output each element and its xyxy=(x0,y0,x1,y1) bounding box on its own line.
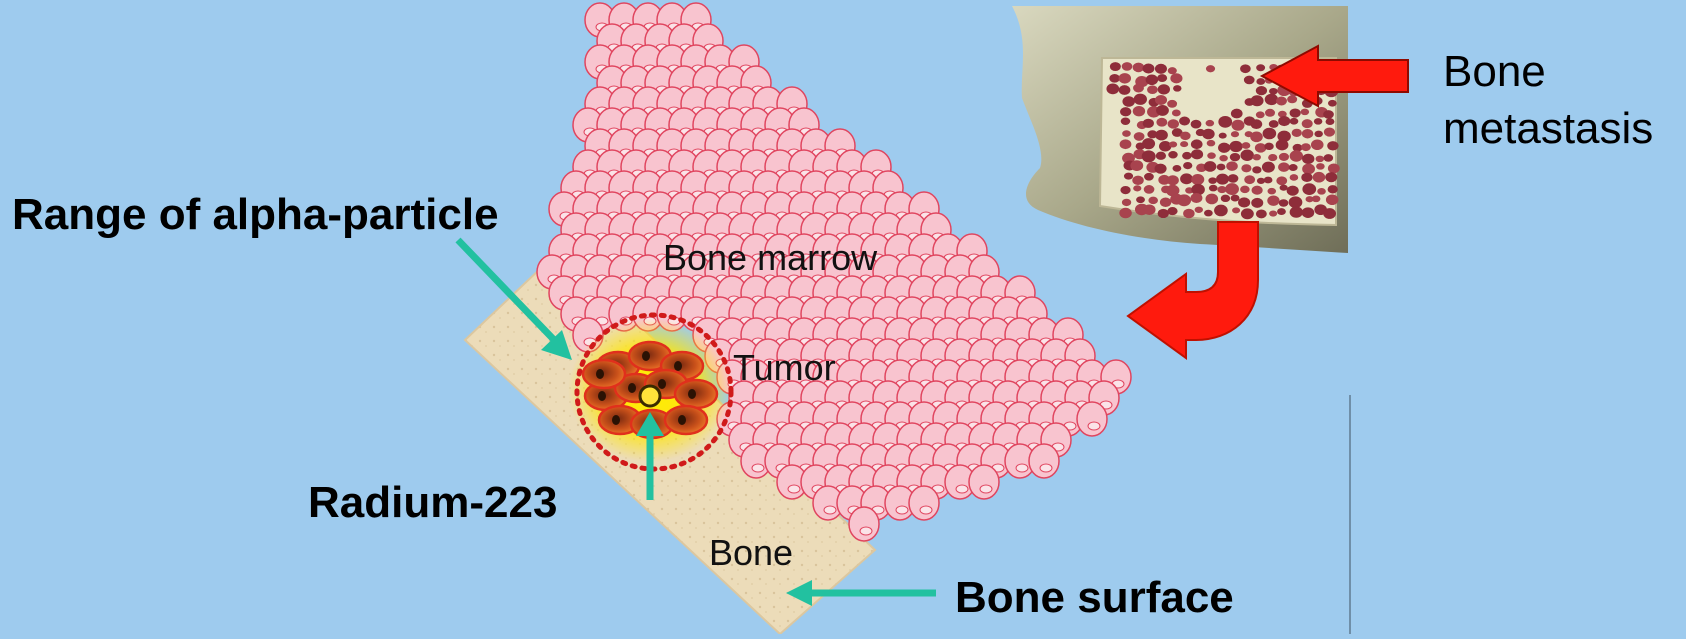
marrow-cell xyxy=(1077,402,1107,436)
bone-surface-label: Bone surface xyxy=(955,573,1234,622)
bone-metastasis-label-line1: Bone xyxy=(1443,47,1546,96)
range-of-alpha-label: Range of alpha-particle xyxy=(12,190,499,239)
tumor-cell xyxy=(665,406,707,434)
marrow-cell xyxy=(909,486,939,520)
bone-metastasis-label-line2: metastasis xyxy=(1443,104,1653,153)
radium-223-label: Radium-223 xyxy=(308,478,557,527)
bone-label: Bone xyxy=(709,533,793,573)
surface-pointer-arrow-icon xyxy=(786,580,936,606)
tumor-cell xyxy=(675,380,717,408)
marrow-cell xyxy=(1029,444,1059,478)
radium-223-atom xyxy=(640,386,660,406)
marrow-cell xyxy=(849,507,879,541)
marrow-cell xyxy=(969,465,999,499)
bone-marrow-label: Bone marrow xyxy=(663,238,877,278)
bone-section-image xyxy=(1012,6,1348,253)
tumor-cell xyxy=(583,360,625,388)
tumor-label: Tumor xyxy=(733,348,836,388)
